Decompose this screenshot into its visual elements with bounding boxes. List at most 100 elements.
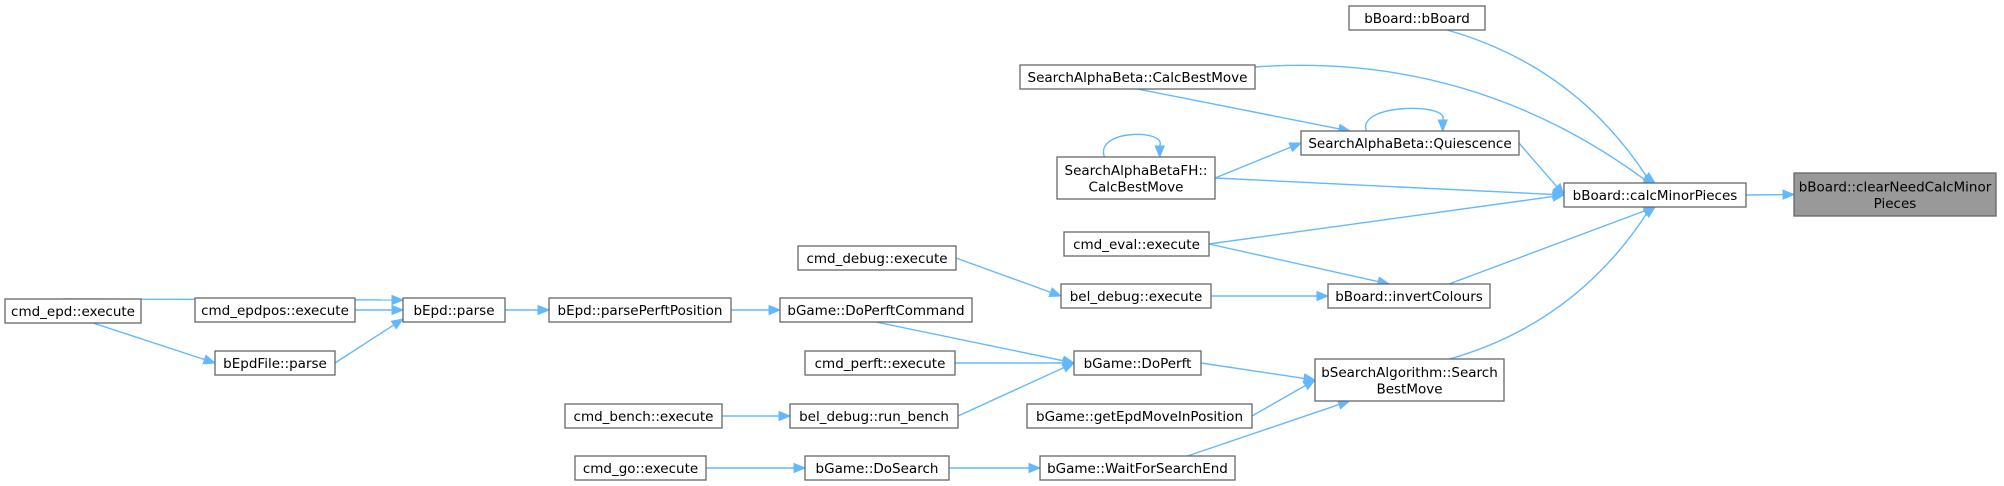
node-label: bBoard::calcMinorPieces [1573,188,1738,204]
edge-sabCalc-to-calcMinor [1254,64,1657,185]
edge-arrowhead [391,294,405,306]
node-cmd-bench-execute[interactable]: cmd_bench::execute [564,403,723,429]
node-bgame-getepdmoveinposition[interactable]: bGame::getEpdMoveInPosition [1026,403,1253,429]
node-bboard-invertcolours[interactable]: bBoard::invertColours [1327,283,1491,309]
node-bepdfile-parse[interactable]: bEpdFile::parse [214,350,336,376]
node-label: CalcBestMove [1089,179,1184,195]
edge-cmdBench-to-runBench [722,410,792,422]
node-box [779,297,973,323]
edge-perftPos-to-doPerftCmd [731,304,782,316]
edge-sabQ-to-sabQ [1365,107,1448,133]
edge-line [1102,133,1161,158]
edge-line [955,257,1052,294]
edge-getEpd-to-searchBest [1251,379,1317,417]
node-label: bGame::DoPerft [1084,356,1192,372]
edge-line [1448,209,1646,285]
node-bel-debug-run-bench[interactable]: bel_debug::run_bench [789,403,959,429]
edge-line [1214,146,1293,179]
node-box [1348,5,1486,31]
node-bboard-calcminorpieces[interactable]: bBoard::calcMinorPieces [1563,182,1747,208]
node-searchalphabeta-quiescence[interactable]: SearchAlphaBeta::Quiescence [1300,130,1520,156]
edge-cmdEval-to-invert [1208,243,1391,287]
node-box [574,455,707,481]
node-label: bBoard::clearNeedCalcMinor [1799,179,1992,195]
edge-line [1446,29,1648,178]
edge-arrowhead [1316,290,1330,302]
node-box [214,350,336,376]
edge-line [1214,177,1555,196]
node-box [548,297,732,323]
edge-cmdGo-to-doSearch [706,462,807,474]
node-box [1019,64,1256,90]
node-box [194,297,356,323]
node-box [1793,172,1997,217]
edge-epdParse-to-perftPos [505,304,551,316]
node-bgame-doperftcommand[interactable]: bGame::DoPerftCommand [779,297,973,323]
node-box [402,297,506,323]
edge-cmdEpd-to-epdFile [92,322,217,365]
edge-line [1200,362,1306,380]
edge-arrowhead [1437,119,1448,133]
edge-sabQ-to-calcMinor [1518,142,1565,196]
node-box [1314,358,1505,402]
edge-line [957,366,1066,417]
edge-line [1137,88,1341,130]
node-bboard-bboard[interactable]: bBoard::bBoard [1348,5,1486,31]
node-bel-debug-execute[interactable]: bel_debug::execute [1060,283,1212,309]
edge-arrowhead [793,462,807,474]
edge-arrowhead [1048,287,1063,298]
edge-calcMinor-to-root [1745,189,1796,200]
node-label: cmd_go::execute [583,461,698,477]
node-box [1300,130,1520,156]
node-label: SearchAlphaBeta::Quiescence [1308,136,1511,152]
node-searchalphabeta-calcbestmove[interactable]: SearchAlphaBeta::CalcBestMove [1019,64,1256,90]
edge-bBoardCtor-to-calcMinor [1446,29,1657,184]
node-bgame-doperft[interactable]: bGame::DoPerft [1073,350,1202,376]
node-cmd-perft-execute[interactable]: cmd_perft::execute [804,350,956,376]
node-cmd-debug-execute[interactable]: cmd_debug::execute [797,245,957,271]
node-searchalphabetafh-calcbestmove[interactable]: SearchAlphaBetaFH::CalcBestMove [1056,156,1216,200]
node-label: bGame::WaitForSearchEnd [1047,461,1228,477]
edge-arrowhead [778,410,792,422]
node-label: cmd_perft::execute [815,356,946,372]
node-bgame-waitforsearchend[interactable]: bGame::WaitForSearchEnd [1039,455,1236,481]
edge-doPerft-to-searchBest [1200,362,1317,384]
edge-line [1365,107,1444,132]
node-cmd-go-execute[interactable]: cmd_go::execute [574,455,707,481]
node-box [1060,283,1212,309]
node-bgame-dosearch[interactable]: bGame::DoSearch [804,455,950,481]
node-box [1056,156,1216,200]
edge-arrowhead [1061,362,1076,373]
edge-arrowhead [537,304,551,316]
node-label: Pieces [1874,196,1917,212]
node-box [1063,231,1210,257]
edge-sabfh-to-sabfh [1102,133,1165,159]
edge-epdFile-to-epdParse [334,318,405,364]
node-cmd-epdpos-execute[interactable]: cmd_epdpos::execute [194,297,356,323]
node-bepd-parse[interactable]: bEpd::parse [402,297,506,323]
edge-searchBest-to-calcMinor [1449,206,1657,360]
node-cmd-epd-execute[interactable]: cmd_epd::execute [4,298,142,324]
edge-line [1187,403,1341,457]
edge-line [1254,64,1646,181]
edge-sabfh-to-calcMinor [1214,177,1566,200]
edge-line [1208,195,1555,245]
node-box [1563,182,1747,208]
node-label: cmd_epd::execute [11,304,135,320]
node-label: BestMove [1376,381,1442,397]
edge-arrowhead [768,304,782,316]
node-label: bBoard::bBoard [1364,11,1470,27]
edge-line [875,321,1065,362]
node-label: cmd_eval::execute [1073,237,1200,253]
node-bepd-parseperftposition[interactable]: bEpd::parsePerftPosition [548,297,732,323]
node-label: bel_debug::run_bench [799,409,949,425]
edge-cmdEval-to-calcMinor [1208,191,1566,245]
edge-arrowhead [1302,379,1317,391]
node-label: bBoard::invertColours [1335,289,1483,305]
node-cmd-eval-execute[interactable]: cmd_eval::execute [1063,231,1210,257]
edge-arrowhead [1288,142,1303,153]
node-label: bEpd::parse [413,303,494,319]
